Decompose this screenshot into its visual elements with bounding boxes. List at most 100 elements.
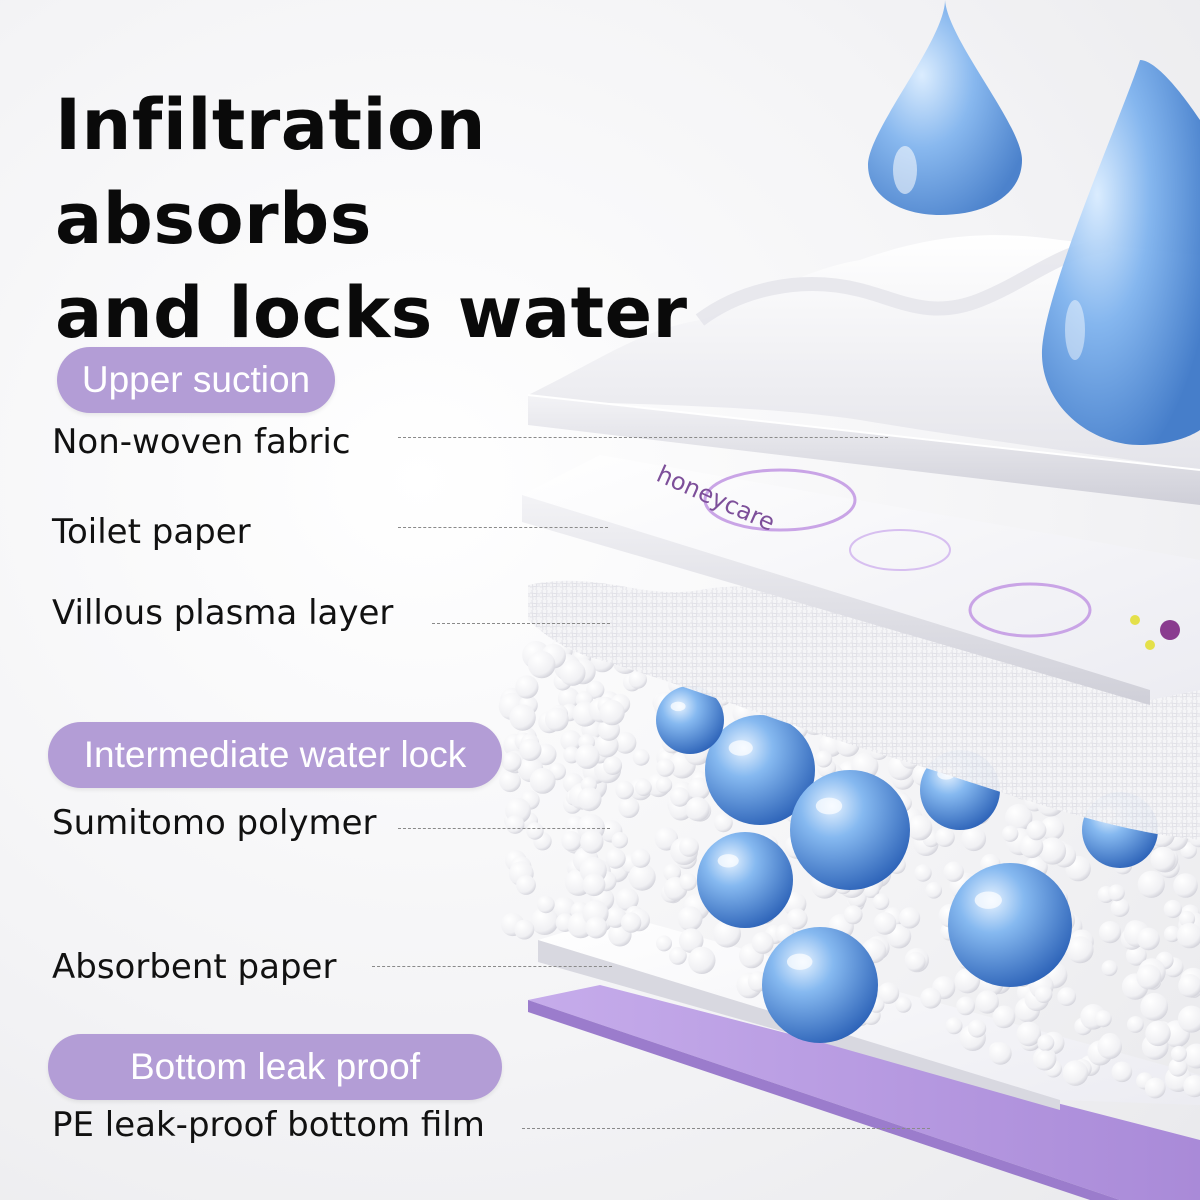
absorbent-ball (1016, 1021, 1042, 1047)
absorbent-ball (603, 756, 623, 775)
absorbent-ball (505, 815, 525, 834)
leader-line (372, 966, 612, 967)
absorbent-ball (614, 731, 637, 754)
absorbent-ball (1110, 898, 1130, 917)
absorbent-ball (1034, 985, 1053, 1004)
absorbent-ball (559, 659, 586, 686)
absorbent-ball (679, 837, 699, 857)
leader-line (398, 828, 610, 829)
bead-highlight (786, 953, 813, 970)
absorbent-ball (560, 730, 582, 752)
absorbent-ball (628, 863, 656, 891)
absorbent-ball (679, 873, 697, 891)
absorbent-ball (1035, 1050, 1056, 1071)
section-badge-intermediate: Intermediate water lock (48, 722, 502, 788)
absorbent-ball (1037, 1034, 1055, 1052)
nonwoven-layer (527, 235, 1200, 505)
absorbent-ball (1125, 944, 1147, 966)
label-non-woven-fabric: Non-woven fabric (52, 422, 351, 462)
water-droplet-2 (1041, 60, 1200, 445)
absorbent-ball (1177, 1005, 1200, 1033)
absorbent-ball (873, 912, 897, 935)
absorbent-ball (529, 768, 556, 794)
absorbent-ball (669, 947, 687, 965)
pe-film-layer (528, 985, 1200, 1200)
absorbent-ball (1005, 803, 1033, 832)
absorbent-ball (631, 848, 651, 868)
absorbent-ball (1144, 1077, 1166, 1099)
absorbent-ball (688, 946, 716, 974)
absorbent-ball (515, 675, 539, 699)
absorbent-ball (943, 861, 964, 882)
absorbent-ball (906, 951, 926, 972)
absorbent-ball (655, 776, 673, 794)
absorbent-ball (611, 832, 628, 849)
bead-highlight (670, 701, 686, 712)
absorbent-ball (526, 822, 544, 840)
absorbent-ball (872, 893, 890, 910)
absorbent-ball (975, 990, 999, 1014)
absorbent-ball (677, 906, 703, 931)
absorbent-ball (920, 987, 942, 1009)
absorbent-ball (1136, 964, 1162, 990)
absorbent-ball (815, 750, 833, 768)
water-droplet-1 (868, 0, 1022, 215)
absorbent-ball (1163, 899, 1182, 919)
absorbent-ball (945, 1017, 963, 1035)
absorbent-ball (618, 797, 640, 818)
absorbent-ball (615, 888, 639, 911)
absorbent-ball (501, 752, 522, 772)
absorbent-ball (552, 896, 576, 920)
water-bead (790, 770, 910, 890)
absorbent-ball (580, 830, 604, 854)
absorbent-ball (530, 907, 559, 935)
bead-highlight (815, 797, 843, 815)
absorbent-ball (1057, 987, 1077, 1006)
absorbent-ball (1176, 922, 1200, 949)
absorbent-ball (914, 864, 932, 882)
absorbent-ball (605, 848, 626, 869)
absorbent-ball (1111, 1061, 1133, 1083)
absorbent-ball (620, 912, 642, 933)
absorbent-ball (907, 815, 933, 841)
absorbent-ball (519, 738, 542, 761)
absorbent-ball (1002, 825, 1019, 842)
absorbent-ball (1178, 910, 1196, 928)
absorbent-ball (582, 873, 606, 897)
absorbent-ball (956, 996, 975, 1016)
absorbent-ball (577, 787, 602, 812)
absorbent-ball (509, 704, 536, 731)
absorbent-ball (628, 670, 647, 689)
absorbent-ball (685, 797, 710, 822)
absorbent-ball (786, 908, 808, 930)
absorbent-ball (992, 1005, 1016, 1029)
absorbent-ball (1066, 936, 1094, 964)
bead-highlight (728, 740, 753, 756)
absorbent-ball (1026, 820, 1047, 841)
absorbent-ball (1168, 1057, 1188, 1077)
absorbent-ball (615, 780, 634, 800)
absorbent-ball (656, 935, 672, 952)
absorbent-ball (1183, 1075, 1200, 1098)
label-absorbent-paper: Absorbent paper (52, 947, 337, 987)
absorbent-ball (714, 813, 733, 833)
absorbent-ball (514, 919, 535, 940)
absorbent-ball (557, 687, 580, 710)
water-bead (948, 863, 1072, 987)
page-title: Infiltration absorbs and locks water (55, 78, 815, 360)
absorbent-ball (989, 1042, 1012, 1065)
section-badge-bottom: Bottom leak proof (48, 1034, 502, 1100)
absorbent-ball (843, 905, 863, 925)
absorbent-ball (1137, 927, 1160, 951)
absorbent-ball (1145, 1020, 1171, 1047)
label-villous-plasma-layer: Villous plasma layer (52, 593, 394, 633)
absorbent-ball (968, 1019, 987, 1038)
absorbent-ball (1038, 837, 1067, 865)
absorbent-ball (1170, 1045, 1187, 1062)
absorbent-ball (1163, 925, 1181, 943)
section-badge-upper: Upper suction (57, 347, 335, 413)
absorbent-ball (575, 744, 600, 769)
absorbent-ball (1173, 873, 1198, 898)
absorbent-ball (670, 787, 690, 807)
absorbent-ball (935, 827, 955, 847)
